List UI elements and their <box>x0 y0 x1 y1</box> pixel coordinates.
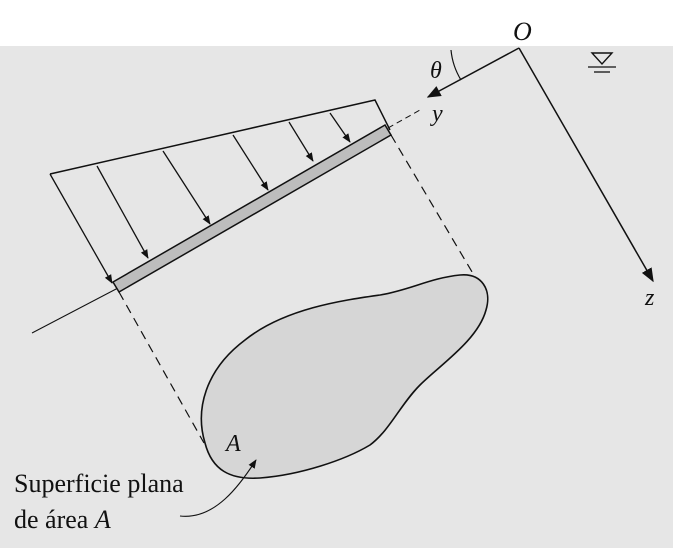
pressure-arrow <box>162 150 211 225</box>
water-surface-triangle-icon <box>588 52 616 73</box>
z-axis-label: z <box>644 285 655 311</box>
pressure-arrow <box>232 134 269 191</box>
caption-line-2-prefix: de área <box>14 505 95 534</box>
pressure-arrow <box>96 165 149 259</box>
angle-theta-arc <box>450 49 462 81</box>
plate-axis-line-upper <box>387 109 421 129</box>
angle-theta-label: θ <box>430 58 442 84</box>
liquid-region <box>0 46 673 548</box>
pressure-outline <box>49 99 391 175</box>
area-letter-label: A <box>224 431 241 457</box>
planar-surface-area <box>200 274 489 480</box>
y-axis-label: y <box>430 101 443 127</box>
z-axis-arrow <box>518 47 654 283</box>
pressure-arrow <box>288 121 314 162</box>
pressure-arrow <box>49 173 113 284</box>
caption-line-1: Superficie plana <box>14 469 184 498</box>
y-axis-arrow <box>426 47 520 98</box>
projection-line-right <box>390 134 479 283</box>
caption-leader-arrow <box>179 459 257 517</box>
origin-label: O <box>513 17 532 46</box>
caption-line-2-variable: A <box>93 505 111 534</box>
plate-axis-line-lower <box>31 287 119 334</box>
caption-line-2: de área A <box>14 505 111 534</box>
pressure-arrow <box>329 112 351 143</box>
